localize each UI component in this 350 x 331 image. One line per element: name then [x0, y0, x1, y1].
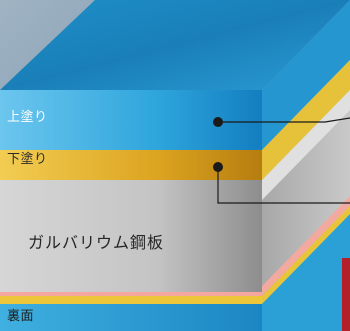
- side-yellow-stripe: [262, 206, 350, 304]
- side-under-coat: [262, 60, 350, 180]
- leader-line-under-coat: [217, 167, 350, 204]
- top-coat-label: 上塗り: [7, 110, 48, 125]
- under-coat-label: 下塗り: [7, 152, 48, 167]
- back-label: 裏面: [7, 309, 35, 324]
- side-core-light: [262, 90, 350, 200]
- side-back: [262, 214, 350, 331]
- front-back: [0, 304, 262, 331]
- top-face: [0, 0, 350, 90]
- front-yellow-stripe: [0, 296, 262, 304]
- leader-dot-under-coat: [213, 162, 223, 172]
- side-pink-stripe: [262, 196, 350, 296]
- front-pink-stripe: [0, 292, 262, 296]
- leader-line-top-coat: [218, 117, 350, 123]
- side-top-coat: [262, 0, 350, 150]
- leader-dot-top-coat: [213, 117, 223, 127]
- core-label: ガルバリウム鋼板: [28, 233, 165, 252]
- red-accent: [342, 258, 350, 331]
- leader-lines: [217, 117, 350, 204]
